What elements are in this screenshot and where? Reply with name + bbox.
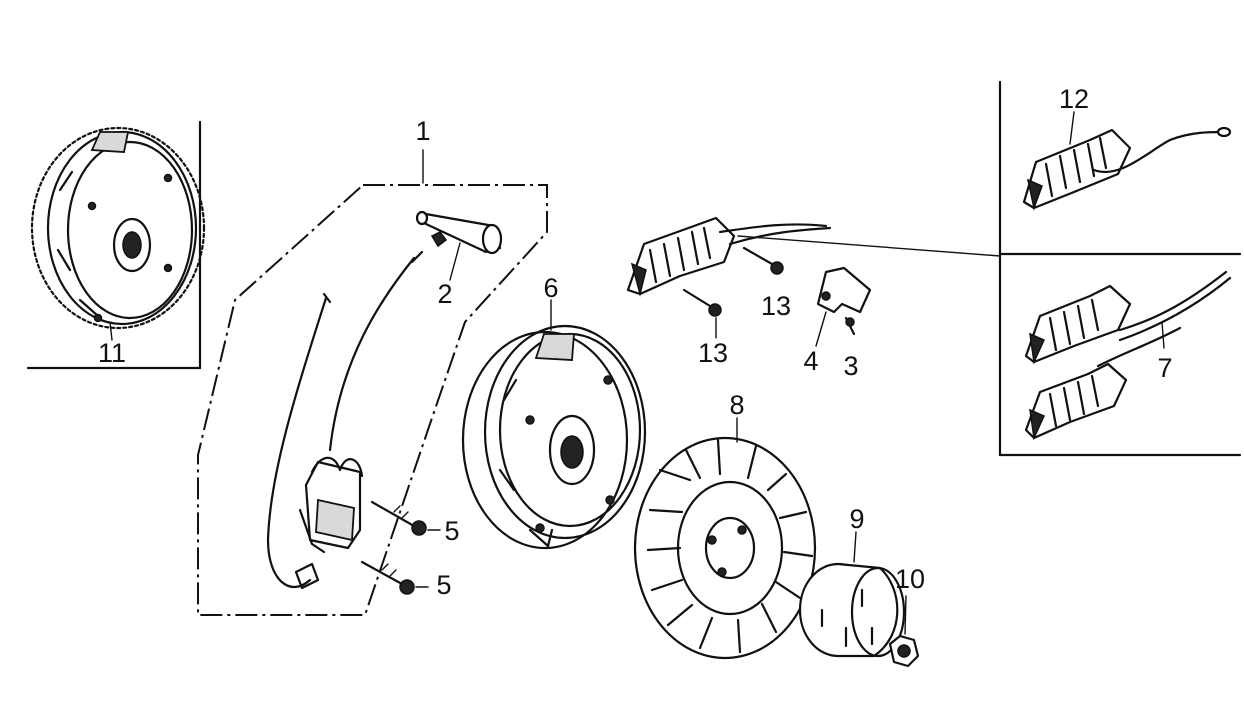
callout-13-b: 13 — [698, 338, 728, 368]
part-1-assembly-outline — [197, 184, 548, 616]
charging-coil — [626, 216, 832, 297]
part-4-bracket — [816, 266, 872, 314]
callout-7: 7 — [1157, 353, 1172, 383]
part-3-screw — [844, 316, 856, 336]
part-2-spark-plug-cap — [410, 210, 503, 264]
callout-12: 12 — [1059, 84, 1089, 114]
part-5-bolt-lower — [360, 560, 429, 595]
part-12-exciter-coil — [1022, 126, 1232, 211]
leader-10 — [904, 595, 907, 635]
leader-11 — [109, 321, 113, 341]
frame-right — [998, 80, 1242, 457]
callout-8: 8 — [729, 390, 744, 420]
leader-9 — [853, 531, 857, 563]
part-6-flywheel — [461, 324, 647, 550]
leader-wire-to-7 — [737, 235, 1001, 257]
part-10-flywheel-nut — [888, 634, 920, 668]
part-8-cooling-fan — [633, 436, 817, 660]
callout-2: 2 — [437, 279, 452, 309]
part-5-bolt-upper — [370, 500, 441, 536]
ignition-coil — [266, 256, 416, 590]
leader-2 — [449, 242, 461, 281]
callout-5-lower: 5 — [436, 570, 451, 600]
part-9-starter-cup — [798, 562, 906, 658]
callout-4: 4 — [803, 346, 818, 376]
callout-6: 6 — [543, 273, 558, 303]
callout-9: 9 — [849, 504, 864, 534]
callout-5-upper: 5 — [444, 516, 459, 546]
callout-10: 10 — [895, 564, 925, 594]
callout-1: 1 — [415, 116, 430, 146]
callout-11: 11 — [98, 338, 126, 368]
part-13-bolt-a — [742, 246, 784, 275]
callout-3: 3 — [843, 351, 858, 381]
frame-left — [26, 120, 202, 370]
part-11-flywheel-ring-gear — [30, 126, 206, 330]
part-13-bolt-b — [682, 288, 722, 317]
leader-12 — [1069, 111, 1075, 145]
leader-4 — [815, 311, 827, 347]
callout-13-a: 13 — [761, 291, 791, 321]
part-7-coil-pair — [1024, 270, 1232, 441]
leader-7 — [1161, 321, 1165, 349]
